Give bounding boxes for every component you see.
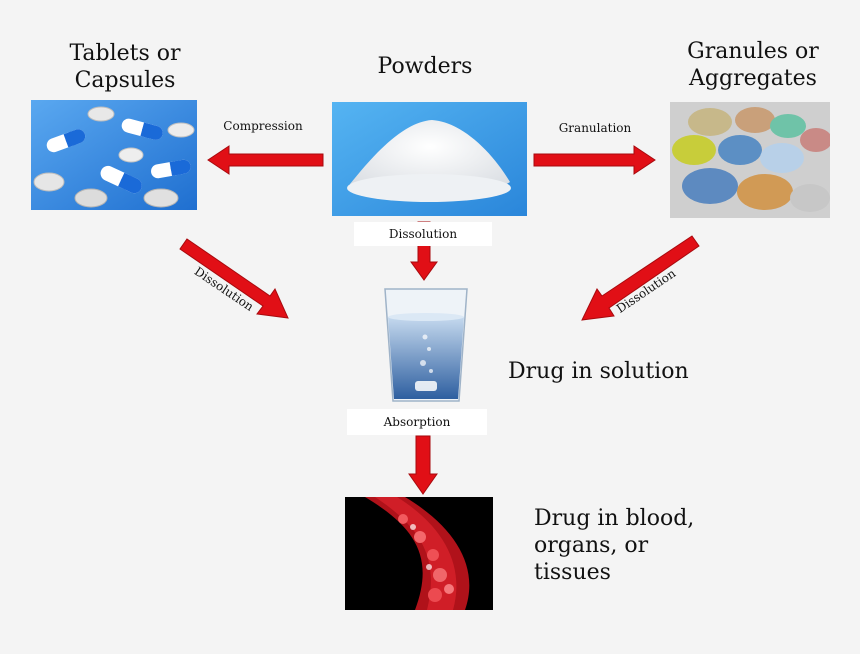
blood-vessel-image xyxy=(345,497,493,610)
tablets-capsules-image xyxy=(31,100,197,210)
powders-image xyxy=(332,102,527,216)
edge-label-absorption: Absorption xyxy=(347,409,487,435)
glass-of-water-image xyxy=(381,283,471,405)
node-title-powders: Powders xyxy=(377,54,473,79)
edge-label-dissolution-powders: Dissolution xyxy=(354,222,492,246)
arrow-dissolution-granules xyxy=(581,235,700,321)
node-title-tablets: Tablets or Capsules xyxy=(69,41,181,93)
granules-image xyxy=(670,102,830,218)
arrow-absorption xyxy=(408,435,438,495)
arrow-granulation xyxy=(533,145,656,175)
edge-label-granulation: Granulation xyxy=(558,121,632,135)
node-title-granules: Granules or Aggregates xyxy=(687,39,819,91)
node-label-solution: Drug in solution xyxy=(508,359,689,384)
edge-label-compression: Compression xyxy=(223,119,303,133)
arrow-dissolution-tablets xyxy=(179,238,289,319)
arrow-compression xyxy=(207,145,324,175)
node-label-blood: Drug in blood, organs, or tissues xyxy=(534,506,695,585)
